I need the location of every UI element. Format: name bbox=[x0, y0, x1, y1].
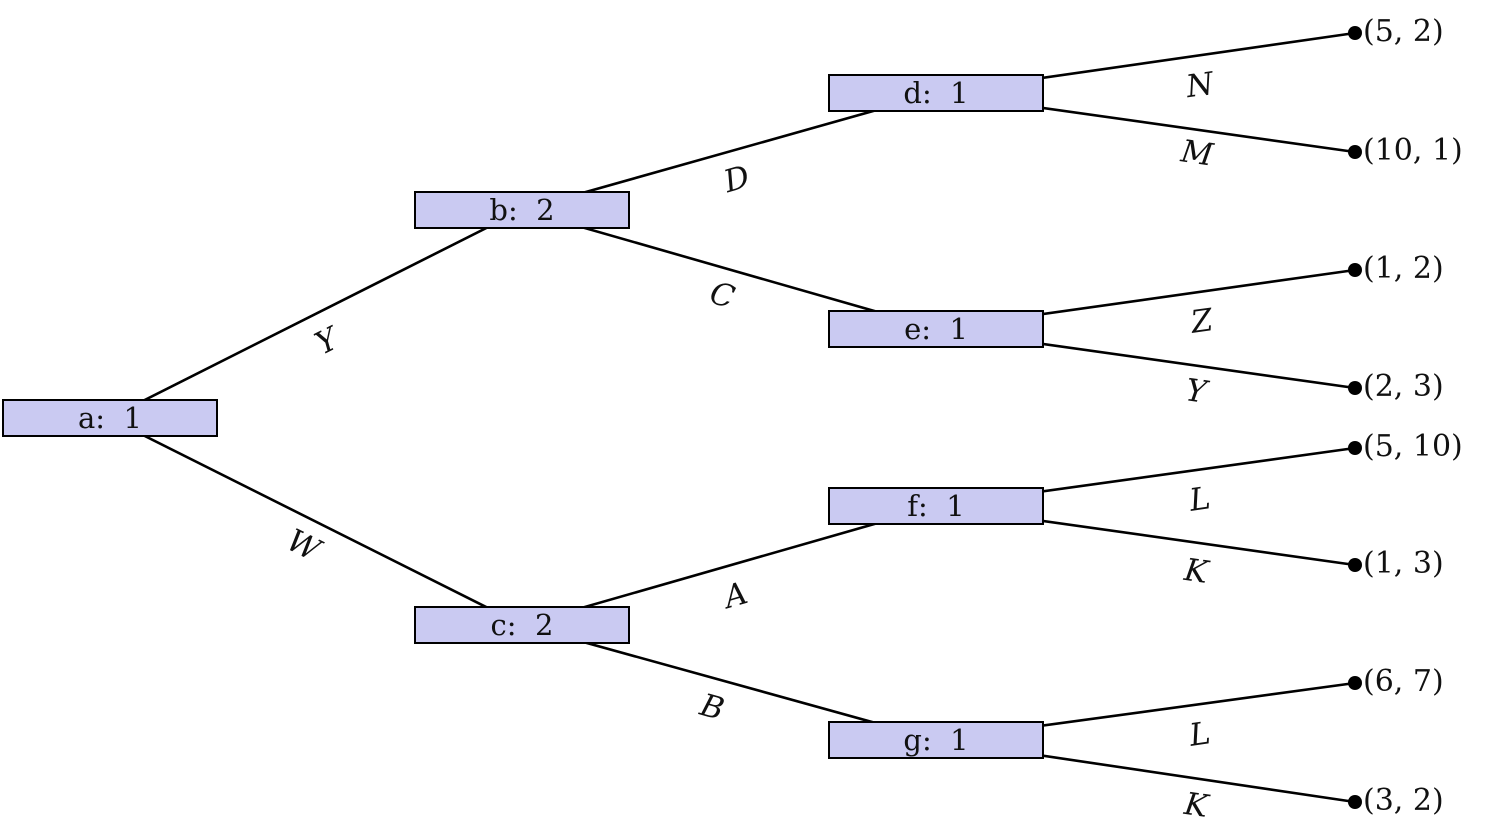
leaf-payoff-7: (6, 7) bbox=[1363, 663, 1444, 699]
leaf-dot-6 bbox=[1348, 558, 1362, 572]
leaf-payoff-8: (3, 2) bbox=[1363, 782, 1444, 818]
edge-label-d-leaf2: M bbox=[1178, 133, 1216, 174]
edge-label-g-leaf7: L bbox=[1187, 715, 1213, 754]
edge-b-d bbox=[521, 91, 938, 212]
leaf-dot-1 bbox=[1348, 26, 1362, 40]
node-g: g: 1 bbox=[828, 721, 1044, 759]
node-e: e: 1 bbox=[828, 310, 1044, 348]
node-f: f: 1 bbox=[828, 487, 1044, 525]
edge-a-c bbox=[108, 416, 523, 627]
edge-label-e-leaf3: Z bbox=[1188, 302, 1216, 341]
leaf-payoff-3: (1, 2) bbox=[1363, 250, 1444, 286]
edge-label-f-leaf5: L bbox=[1187, 480, 1213, 519]
leaf-dot-8 bbox=[1348, 795, 1362, 809]
leaf-dot-7 bbox=[1348, 676, 1362, 690]
node-a: a: 1 bbox=[2, 399, 218, 437]
edge-a-b bbox=[108, 208, 523, 420]
leaf-payoff-1: (5, 2) bbox=[1363, 13, 1444, 49]
edge-b-e bbox=[521, 208, 938, 331]
node-c: c: 2 bbox=[414, 606, 630, 644]
edge-label-d-leaf1: N bbox=[1183, 65, 1216, 106]
edge-label-e-leaf4: Y bbox=[1183, 372, 1209, 411]
edge-label-g-leaf8: K bbox=[1182, 786, 1211, 825]
leaf-dot-2 bbox=[1348, 145, 1362, 159]
edge-c-g bbox=[521, 623, 938, 742]
leaf-payoff-5: (5, 10) bbox=[1363, 428, 1463, 464]
leaf-payoff-4: (2, 3) bbox=[1363, 368, 1444, 404]
edge-label-f-leaf6: K bbox=[1182, 552, 1211, 591]
leaf-payoff-6: (1, 3) bbox=[1363, 545, 1444, 581]
leaf-payoff-2: (10, 1) bbox=[1363, 132, 1463, 168]
node-d: d: 1 bbox=[828, 74, 1044, 112]
leaf-dot-3 bbox=[1348, 263, 1362, 277]
node-b: b: 2 bbox=[414, 191, 630, 229]
leaf-dot-4 bbox=[1348, 381, 1362, 395]
edge-c-f bbox=[521, 504, 938, 627]
leaf-dot-5 bbox=[1348, 441, 1362, 455]
